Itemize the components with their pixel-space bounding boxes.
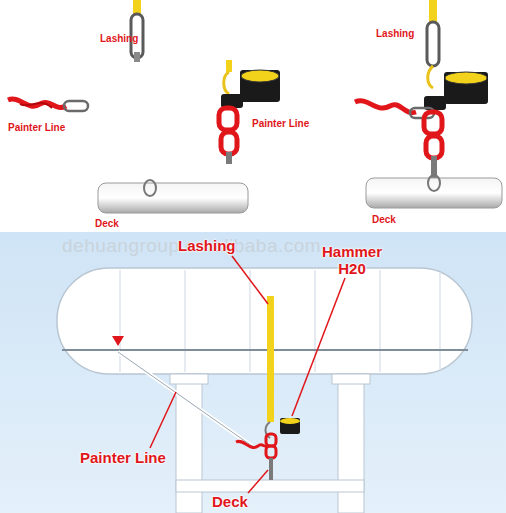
part-label: Hammer H20 xyxy=(320,244,384,277)
part-label: Deck xyxy=(212,494,248,511)
part-label: Lashing xyxy=(178,238,236,255)
part-label: Lashing xyxy=(100,33,138,44)
part-label: Lashing xyxy=(376,28,414,39)
part-label: Painter Line xyxy=(8,122,65,133)
part-label: Painter Line xyxy=(252,118,309,129)
part-label: Deck xyxy=(95,218,119,229)
part-label: Deck xyxy=(372,214,396,225)
part-label: Painter Line xyxy=(80,450,166,467)
